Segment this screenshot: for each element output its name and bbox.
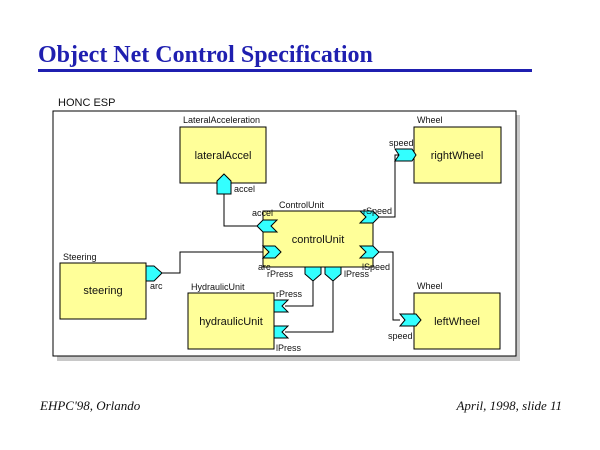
- lateral-type-label: LateralAcceleration: [183, 115, 260, 125]
- left-wheel-name: leftWheel: [434, 316, 480, 328]
- control-lpress-port[interactable]: [324, 266, 342, 282]
- hydraulic-rpress-port[interactable]: [273, 299, 290, 313]
- footer-venue: EHPC'98, Orlando: [40, 398, 141, 413]
- node-steering[interactable]: Steering steering: [59, 252, 147, 320]
- control-lspeed-label: lSpeed: [362, 262, 390, 272]
- title-underline: [38, 69, 532, 72]
- node-left-wheel[interactable]: Wheel leftWheel: [413, 281, 501, 350]
- lateral-accel-port-label: accel: [234, 184, 255, 194]
- wire-lpress: [285, 275, 334, 333]
- lateral-accel-box: [179, 126, 267, 184]
- hydraulic-lpress-label: lPress: [276, 343, 302, 353]
- wire-lspeed: [377, 251, 400, 321]
- node-control-unit[interactable]: ControlUnit controlUnit: [262, 200, 374, 268]
- right-wheel-name: rightWheel: [431, 150, 484, 162]
- left-wheel-box: [413, 292, 501, 350]
- node-right-wheel[interactable]: Wheel rightWheel: [413, 115, 502, 184]
- left-wheel-speed-port[interactable]: [398, 313, 422, 327]
- control-unit-name: controlUnit: [292, 234, 345, 246]
- control-rpress-label: rPress: [267, 269, 294, 279]
- steering-box: [59, 262, 147, 320]
- wire-rpress: [285, 275, 314, 307]
- control-arc-port[interactable]: [261, 245, 282, 259]
- node-lateral-accel[interactable]: LateralAcceleration lateralAccel: [179, 115, 267, 184]
- left-wheel-speed-label: speed: [388, 331, 413, 341]
- control-lspeed-port[interactable]: [358, 245, 380, 259]
- steering-arc-label: arc: [150, 281, 163, 291]
- left-wheel-type-label: Wheel: [417, 281, 443, 291]
- steering-arc-port[interactable]: [145, 265, 163, 282]
- right-wheel-speed-port[interactable]: [394, 148, 417, 162]
- lateral-accel-name: lateralAccel: [195, 150, 252, 162]
- wire-arc: [160, 251, 263, 274]
- slide-title: Object Net Control Specification: [38, 42, 373, 68]
- control-rpress-port[interactable]: [304, 266, 322, 282]
- control-accel-label: accel: [252, 208, 273, 218]
- right-wheel-speed-label: speed: [389, 138, 414, 148]
- hydraulic-lpress-port[interactable]: [273, 325, 290, 339]
- right-wheel-type-label: Wheel: [417, 115, 443, 125]
- right-wheel-box: [413, 126, 502, 184]
- hydraulic-rpress-label: rPress: [276, 289, 303, 299]
- control-rspeed-label: rSpeed: [363, 206, 392, 216]
- control-arc-label: arc: [258, 262, 271, 272]
- hydraulic-type-label: HydraulicUnit: [191, 282, 245, 292]
- footer-date-slide: April, 1998, slide 11: [456, 398, 562, 413]
- steering-name: steering: [83, 285, 122, 297]
- wire-accel: [223, 183, 260, 227]
- hydraulic-unit-box: [187, 292, 275, 350]
- hydraulic-unit-name: hydraulicUnit: [199, 316, 263, 328]
- control-lpress-label: lPress: [344, 269, 370, 279]
- control-accel-port[interactable]: [256, 219, 279, 233]
- frame-label: HONC ESP: [58, 97, 115, 109]
- lateral-accel-port[interactable]: [216, 173, 232, 195]
- control-unit-box: [262, 210, 374, 268]
- control-type-label: ControlUnit: [279, 200, 325, 210]
- node-hydraulic-unit[interactable]: HydraulicUnit hydraulicUnit: [187, 282, 275, 350]
- steering-type-label: Steering: [63, 252, 97, 262]
- control-rspeed-port[interactable]: [358, 210, 380, 224]
